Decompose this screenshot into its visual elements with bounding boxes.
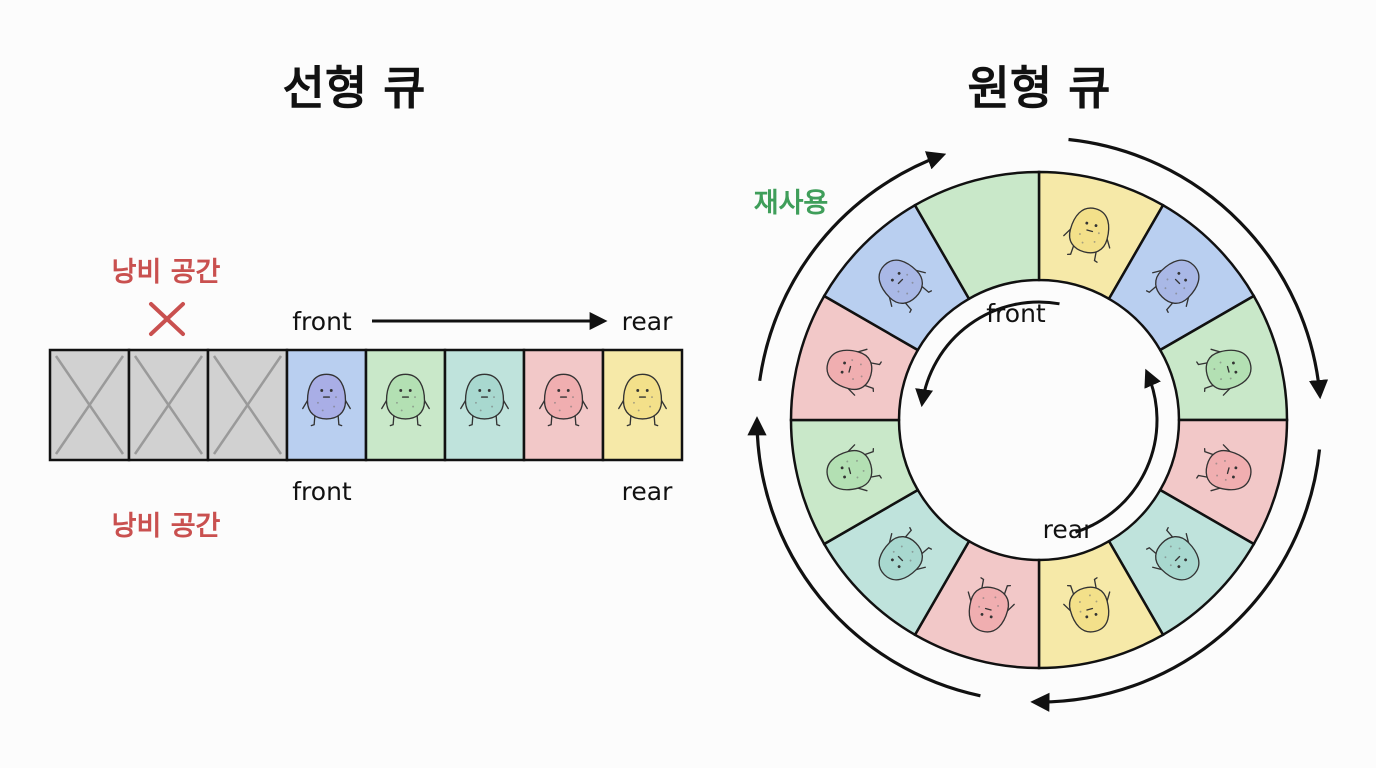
linear-queue-array (48, 348, 684, 462)
inner-direction-arrows (915, 300, 1161, 534)
ring-segment (789, 294, 920, 422)
ring-segment (1107, 488, 1256, 637)
potato-icon (826, 348, 882, 396)
empty-slot-cross-icon (212, 355, 283, 455)
circular-queue-panel: 원형 큐 재사용 front rear (747, 61, 1329, 712)
front-label-bottom: front (292, 477, 352, 506)
linear-queue-cell (285, 348, 368, 462)
ring-segment (822, 203, 971, 352)
potato-icon (539, 373, 588, 427)
waste-label-top: 낭비 공간 (112, 257, 221, 288)
rear-direction-arrow (1075, 368, 1161, 534)
linear-queue-cell (522, 348, 605, 462)
cycle-arrow-top (758, 151, 947, 382)
potato-icon (1145, 259, 1200, 314)
potato-icon (826, 444, 882, 492)
linear-queue-panel: 선형 큐 낭비 공간 front rear front rear 낭비 공간 (48, 61, 684, 542)
front-direction-arrow (915, 300, 1060, 408)
cycle-arrow-right (1068, 137, 1329, 400)
ring-segment (1158, 418, 1289, 546)
empty-slot-cross-icon (54, 355, 125, 455)
potato-icon (1145, 526, 1200, 581)
potato-icon (967, 577, 1015, 633)
potato-icon (878, 259, 933, 314)
rear-label-top: rear (622, 307, 673, 336)
linear-queue-cell (48, 348, 131, 462)
ring-segment (913, 170, 1041, 301)
circular-queue-ring (789, 170, 1289, 670)
potato-icon (1196, 444, 1252, 492)
reuse-cycle-arrows (747, 137, 1329, 712)
linear-queue-title: 선형 큐 (283, 61, 426, 115)
ring-segment (822, 488, 971, 637)
rear-label-circle: rear (1043, 515, 1094, 544)
ring-segment (1037, 539, 1165, 670)
linear-queue-cell (206, 348, 289, 462)
empty-slot-cross-icon (133, 355, 204, 455)
potato-icon (878, 526, 933, 581)
linear-queue-cell (127, 348, 210, 462)
linear-queue-cell (364, 348, 447, 462)
reuse-label: 재사용 (754, 188, 829, 219)
potato-icon (381, 373, 430, 427)
potato-icon (1196, 348, 1252, 396)
cycle-arrow-left (747, 416, 981, 698)
ring-segment (789, 418, 920, 546)
potato-icon (1063, 207, 1111, 263)
front-label-top: front (292, 307, 352, 336)
waste-x-mark-icon (149, 302, 185, 336)
cycle-arrow-bottom (1030, 449, 1322, 712)
potato-icon (618, 373, 667, 427)
potato-icon (1063, 577, 1111, 633)
potato-icon (302, 373, 351, 427)
linear-queue-cell (601, 348, 684, 462)
linear-queue-cell (443, 348, 526, 462)
front-label-circle: front (986, 299, 1046, 328)
waste-label-bottom: 낭비 공간 (112, 511, 221, 542)
circular-queue-title: 원형 큐 (968, 61, 1111, 115)
potato-icon (460, 373, 509, 427)
rear-label-bottom: rear (622, 477, 673, 506)
